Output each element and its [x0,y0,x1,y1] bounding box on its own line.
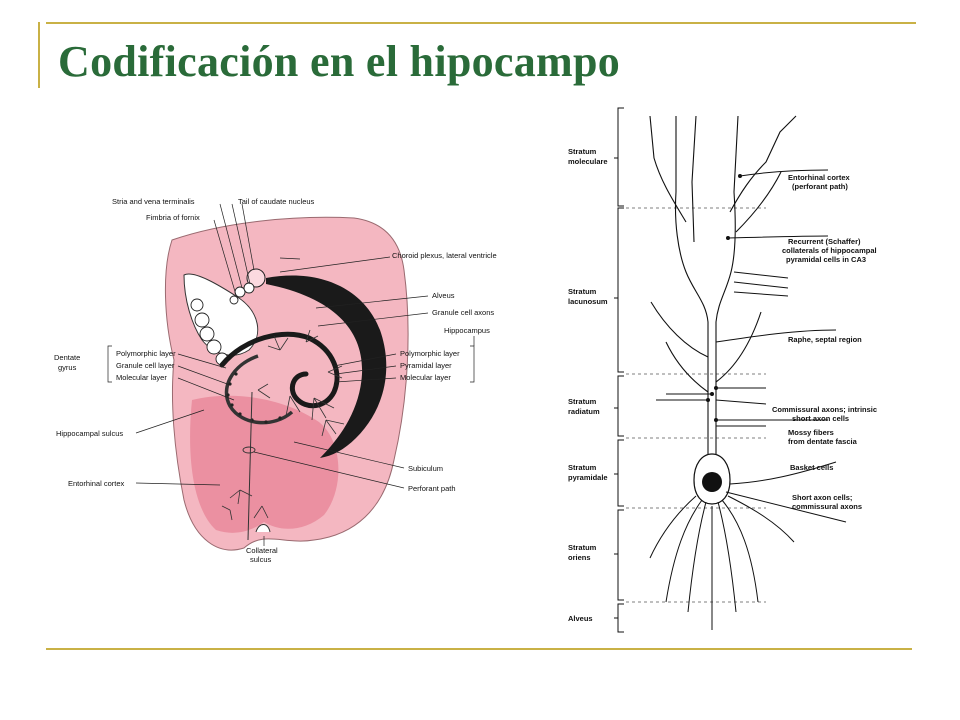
label-stratum-radiatum-2: radiatum [568,407,600,416]
label-hc-pyramidal: Pyramidal layer [400,361,452,370]
label-dentate: Dentate [54,353,80,362]
label-stratum-moleculare-2: moleculare [568,157,608,166]
label-collateral: Collateral [246,546,278,555]
label-stratum-pyramidale-1: Stratum [568,463,597,472]
label-commissural-1: Commissural axons; intrinsic [772,405,877,414]
label-schaffer-2: collaterals of hippocampal [782,246,877,255]
label-stria-terminalis: Stria and vena terminalis [112,197,195,206]
label-stratum-pyramidale-2: pyramidale [568,473,608,482]
label-basket-cells: Basket cells [790,463,833,472]
stratum-brackets [614,107,624,633]
label-alveus: Alveus [432,291,455,300]
dendrite-branches [221,329,345,521]
label-commissural-2: short axon cells [792,414,849,423]
label-tail-caudate: Tail of caudate nucleus [238,197,315,206]
diagram-background [618,106,888,634]
bottom-frame-line [46,648,912,650]
label-entorhinal-cortex: Entorhinal cortex [68,479,125,488]
layer-boundaries [626,207,766,603]
label-short-axon-2: commissural axons [792,502,862,511]
label-gyrus: gyrus [58,363,77,372]
label-dg-polymorphic: Polymorphic layer [116,349,176,358]
label-dg-molecular: Molecular layer [116,373,167,382]
label-stratum-moleculare-1: Stratum [568,147,597,156]
apical-dendrite [649,115,797,472]
perforant-node [242,446,256,454]
label-mossy-2: from dentate fascia [788,437,858,446]
label-perforant-path: Perforant path [408,484,456,493]
label-raphe: Raphe, septal region [788,335,862,344]
input-fibers [656,169,837,427]
label-schaffer-3: pyramidal cells in CA3 [786,255,866,264]
synaptic-terminals [706,174,742,422]
fimbria-fornix [229,282,255,305]
pyramidal-nucleus [702,472,722,492]
label-hippocampal-sulcus: Hippocampal sulcus [56,429,123,438]
choroid-plexus [190,298,229,366]
label-choroid-plexus: Choroid plexus, lateral ventricle [392,251,497,260]
entorhinal-region [190,395,339,533]
label-schaffer-1: Recurrent (Schaffer) [788,237,861,246]
pyramidal-cell-curve [219,331,340,409]
caudate-nucleus [246,268,266,288]
alveus-band [266,275,387,458]
hippocampus-section-diagram: Stria and vena terminalis Tail of caudat… [54,197,497,564]
label-mossy-1: Mossy fibers [788,428,834,437]
label-granule-axons: Granule cell axons [432,308,494,317]
label-alveus-stratum: Alveus [568,614,593,623]
leader-lines [107,203,475,546]
label-hc-polymorphic: Polymorphic layer [400,349,460,358]
label-dg-granule: Granule cell layer [116,361,175,370]
slide-title: Codificación en el hipocampo [58,37,621,86]
dentate-gyrus-curve [224,354,294,425]
basal-dendrites [649,461,847,630]
label-subiculum: Subiculum [408,464,443,473]
label-hc-molecular: Molecular layer [400,373,451,382]
label-stratum-lacunosum-2: lacunosum [568,297,608,306]
label-fimbria-fornix: Fimbria of fornix [146,213,200,222]
pyramidal-cell-diagram: Stratum moleculare Stratum lacunosum Str… [568,106,888,634]
label-stratum-oriens-2: oriens [568,553,591,562]
top-frame-line [46,22,916,24]
label-entorhinal-2: (perforant path) [792,182,848,191]
label-stratum-radiatum-1: Stratum [568,397,597,406]
left-frame-line [38,22,40,88]
label-sulcus: sulcus [250,555,272,564]
label-stratum-lacunosum-1: Stratum [568,287,597,296]
label-entorhinal-1: Entorhinal cortex [788,173,851,182]
label-stratum-oriens-1: Stratum [568,543,597,552]
label-short-axon-1: Short axon cells; [792,493,852,502]
collateral-sulcus-notch [255,524,271,533]
label-hippocampus: Hippocampus [444,326,490,335]
perforant-axon [247,391,253,541]
